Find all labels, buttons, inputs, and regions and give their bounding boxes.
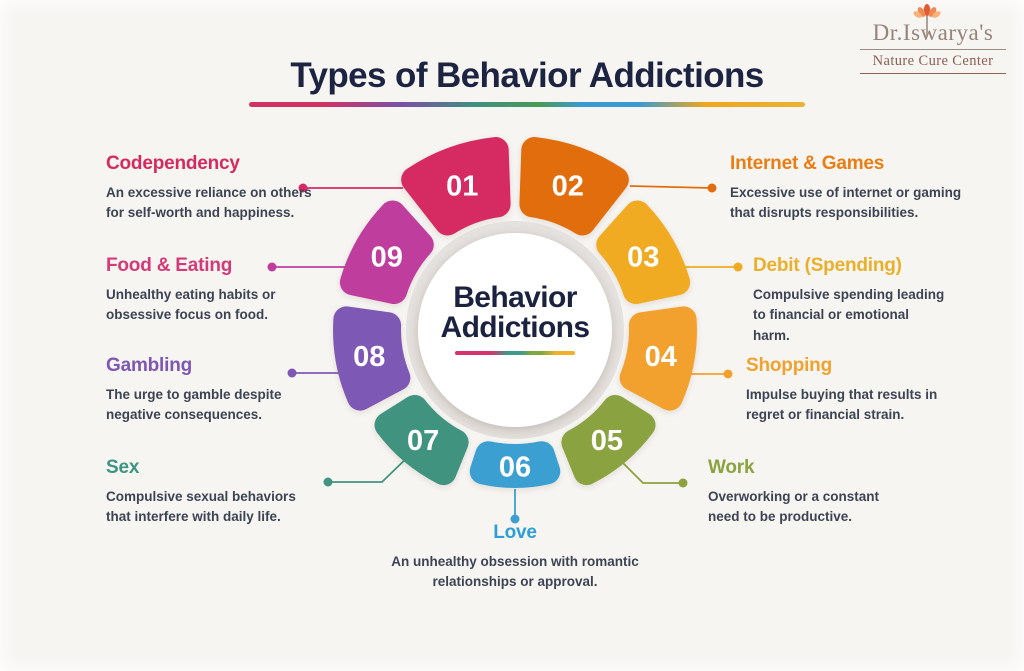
item-desc: Unhealthy eating habits or obsessive foc… <box>106 287 276 323</box>
clinic-logo: Dr.Iswarya's Nature Cure Center <box>854 4 1012 74</box>
item-label: Sex <box>106 457 140 478</box>
segment-number-08: 08 <box>353 341 385 373</box>
item-label: Shopping <box>746 355 832 376</box>
leader-dot-05 <box>678 478 688 488</box>
leader-dot-01 <box>298 183 308 193</box>
item-work: Work Overworking or a constant need to b… <box>708 457 908 528</box>
leader-dot-07 <box>323 477 333 487</box>
item-desc: Compulsive spending leading to financial… <box>753 287 945 343</box>
item-desc: An unhealthy obsession with romantic rel… <box>391 554 639 590</box>
header: Types of Behavior Addictions <box>212 56 842 107</box>
item-label: Food & Eating <box>106 255 233 276</box>
item-desc: Excessive use of internet or gaming that… <box>730 185 962 221</box>
item-codependency: Codependency An excessive reliance on ot… <box>106 153 314 224</box>
item-label: Gambling <box>106 355 193 376</box>
item-label: Work <box>708 457 755 478</box>
segment-number-05: 05 <box>591 425 623 457</box>
segment-04 <box>619 306 697 411</box>
item-label: Debit (Spending) <box>753 255 902 276</box>
item-desc: Compulsive sexual behaviors that interfe… <box>106 489 296 525</box>
item-desc: An excessive reliance on others for self… <box>106 185 312 221</box>
logo-divider-bottom <box>860 73 1006 74</box>
item-food-eating: Food & Eating Unhealthy eating habits or… <box>106 255 294 326</box>
item-sex: Sex Compulsive sexual behaviors that int… <box>106 457 302 528</box>
item-label: Internet & Games <box>730 153 885 174</box>
leader-dot-09 <box>267 262 277 272</box>
leader-dot-04 <box>723 369 733 379</box>
item-label: Love <box>493 522 537 543</box>
segment-06 <box>469 441 561 488</box>
logo-name: Dr.Iswarya's <box>872 20 994 45</box>
segment-number-07: 07 <box>407 425 439 457</box>
center-line-2: Addictions <box>440 311 591 344</box>
item-desc: The urge to gamble despite negative cons… <box>106 387 282 423</box>
item-desc: Overworking or a constant need to be pro… <box>708 489 880 525</box>
item-love: Love An unhealthy obsession with romanti… <box>391 522 639 593</box>
leader-dot-03 <box>733 262 743 272</box>
segment-number-01: 01 <box>446 171 478 203</box>
item-desc: Impulse buying that results in regret or… <box>746 387 938 423</box>
item-shopping: Shopping Impulse buying that results in … <box>746 355 946 426</box>
leader-dot-02 <box>707 183 717 193</box>
item-gambling: Gambling The urge to gamble despite nega… <box>106 355 294 426</box>
lotus-flower-icon <box>913 4 941 37</box>
segment-number-02: 02 <box>552 171 584 203</box>
leader-line-05 <box>620 460 683 484</box>
logo-subtitle: Nature Cure Center <box>872 53 994 69</box>
segment-07 <box>374 394 469 486</box>
logo-divider-top <box>860 49 1006 50</box>
center-line-1: Behavior <box>453 281 577 314</box>
leader-line-02 <box>629 185 713 189</box>
leader-line-07 <box>328 450 415 483</box>
item-label: Codependency <box>106 153 240 174</box>
segment-number-09: 09 <box>371 241 403 273</box>
leader-dot-06 <box>510 514 520 524</box>
segment-number-06: 06 <box>499 451 531 483</box>
item-debit-spending: Debit (Spending) Compulsive spending lea… <box>753 255 945 346</box>
segment-02 <box>519 137 629 236</box>
segment-01 <box>401 137 511 236</box>
item-internet-games: Internet & Games Excessive use of intern… <box>730 153 962 224</box>
page-title: Types of Behavior Addictions <box>290 56 764 95</box>
wheel-center-label: Behavior Addictions <box>403 283 627 355</box>
segment-05 <box>561 394 656 486</box>
segment-08 <box>333 306 411 411</box>
center-underline <box>455 351 575 355</box>
leader-dot-08 <box>287 368 297 378</box>
segment-number-04: 04 <box>645 341 677 373</box>
wheel-center-circle <box>418 233 612 427</box>
segment-09 <box>339 200 434 304</box>
segment-03 <box>596 200 691 304</box>
segment-number-03: 03 <box>627 241 659 273</box>
title-underline <box>249 102 805 107</box>
